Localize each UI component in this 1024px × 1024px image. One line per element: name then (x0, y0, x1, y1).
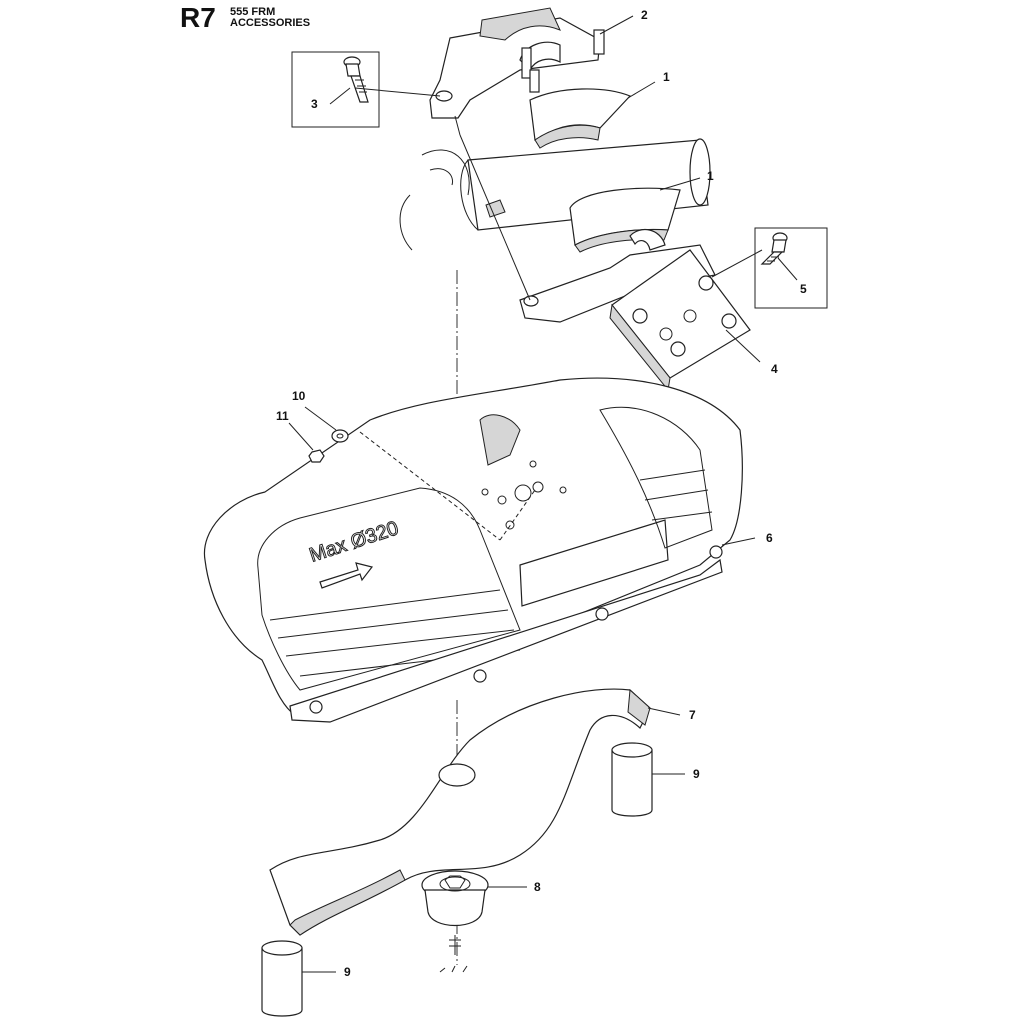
blade-nut-part-8 (421, 870, 489, 955)
model-name: 555 FRM (230, 6, 276, 18)
bolt-part-3 (343, 56, 369, 103)
callout-6: 6 (766, 531, 773, 545)
callout-9-right: 9 (693, 767, 700, 781)
inset-box-bolt-3 (291, 51, 380, 128)
mounting-bracket-part-4 (609, 249, 751, 392)
washer-part-10 (331, 429, 349, 443)
callout-7: 7 (689, 708, 696, 722)
nut-part-11 (308, 449, 325, 463)
spacer-part-9-left (261, 940, 303, 1017)
callout-3: 3 (311, 97, 318, 111)
bolt-part-5 (760, 232, 788, 265)
callout-5: 5 (800, 282, 807, 296)
direction-hint-marks (439, 965, 468, 973)
rotation-arrow-icon (319, 562, 374, 589)
clamp-part-2 (429, 7, 605, 136)
blade-guard-part-6: Max Ø320 (203, 377, 743, 723)
bolt-path-dashed-2 (499, 489, 536, 541)
blade-part-7 (269, 688, 651, 936)
bolt-path-dashed (359, 431, 501, 541)
page-code: R7 (180, 2, 216, 33)
section-title: ACCESSORIES (230, 17, 311, 29)
bolt-path-line (459, 134, 531, 301)
callout-1-lower: 1 (707, 169, 714, 183)
callout-10: 10 (292, 389, 306, 403)
leader-lines (288, 15, 798, 973)
inset-box-bolt-5 (754, 227, 828, 309)
callout-9-left: 9 (344, 965, 351, 979)
half-shell-upper-part-1-edge (534, 124, 601, 149)
callout-2: 2 (641, 8, 648, 22)
callout-8: 8 (534, 880, 541, 894)
spacer-part-9-right (611, 742, 653, 817)
callout-1-upper: 1 (663, 70, 670, 84)
callout-4: 4 (771, 362, 778, 376)
callout-11: 11 (276, 409, 289, 423)
